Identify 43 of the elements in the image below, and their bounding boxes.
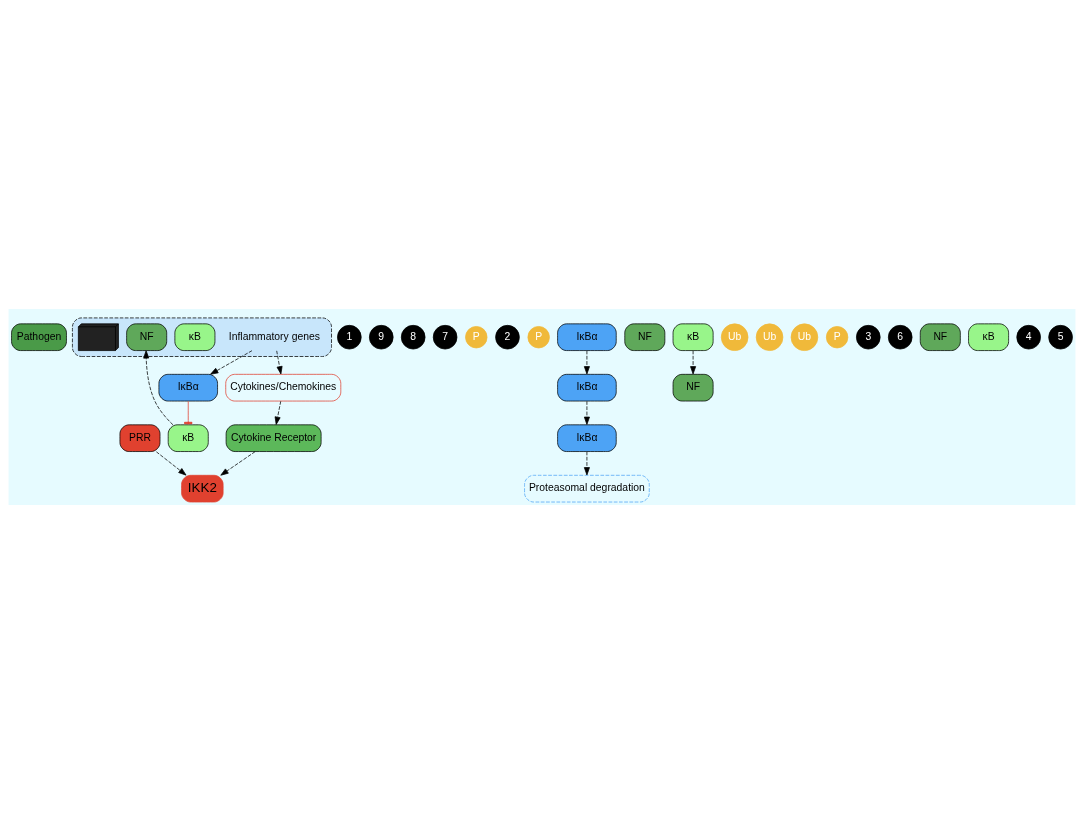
- node-box: PRR: [119, 423, 161, 452]
- arrow: [583, 349, 590, 374]
- node-circle: 9: [369, 324, 394, 349]
- arrow: [583, 400, 590, 425]
- arrow: [690, 349, 697, 374]
- node-circle: Ub: [755, 323, 784, 351]
- node-box: NF: [672, 373, 714, 401]
- node-circle: 2: [495, 324, 520, 349]
- node-box: IκBα: [557, 323, 617, 351]
- arrow: [220, 450, 256, 476]
- node-circle: 1: [337, 324, 362, 349]
- arrow: [274, 400, 282, 425]
- node-circle: P: [465, 325, 488, 348]
- arrow: [210, 349, 253, 375]
- node-box: Pathogen: [11, 323, 67, 351]
- node-circle: 4: [1016, 324, 1041, 349]
- node-circle: 7: [432, 324, 458, 349]
- node-circle: 3: [856, 324, 881, 349]
- arrow: [156, 450, 187, 475]
- node-box: Cytokines/Chemokines: [225, 373, 342, 401]
- node-text: Inflammatory genes: [228, 330, 320, 342]
- arrow: [143, 349, 174, 425]
- node-box: IKK2: [181, 474, 224, 502]
- node-circle: 8: [400, 324, 426, 349]
- node-box: Cytokine Receptor: [225, 423, 322, 452]
- arrow: [583, 450, 590, 475]
- arrow: [276, 349, 283, 374]
- node-circle: Ub: [790, 323, 819, 351]
- node-box: κB: [968, 323, 1009, 351]
- node-box: IκBα: [557, 373, 617, 401]
- node-box: IκBα: [557, 423, 617, 452]
- node-circle: P: [826, 325, 849, 348]
- node-box: NF: [919, 323, 961, 351]
- node-circle: 6: [887, 324, 913, 349]
- node-circle: P: [527, 325, 550, 348]
- node-box: Proteasomal degradation: [524, 474, 650, 502]
- node-box: κB: [672, 323, 714, 351]
- node-box: κB: [174, 323, 216, 351]
- node-box: NF: [624, 323, 666, 351]
- node-circle: Ub: [720, 323, 749, 351]
- node-circle: 5: [1048, 324, 1073, 349]
- node-box: IκBα: [158, 373, 218, 401]
- node-box: NF: [126, 323, 168, 351]
